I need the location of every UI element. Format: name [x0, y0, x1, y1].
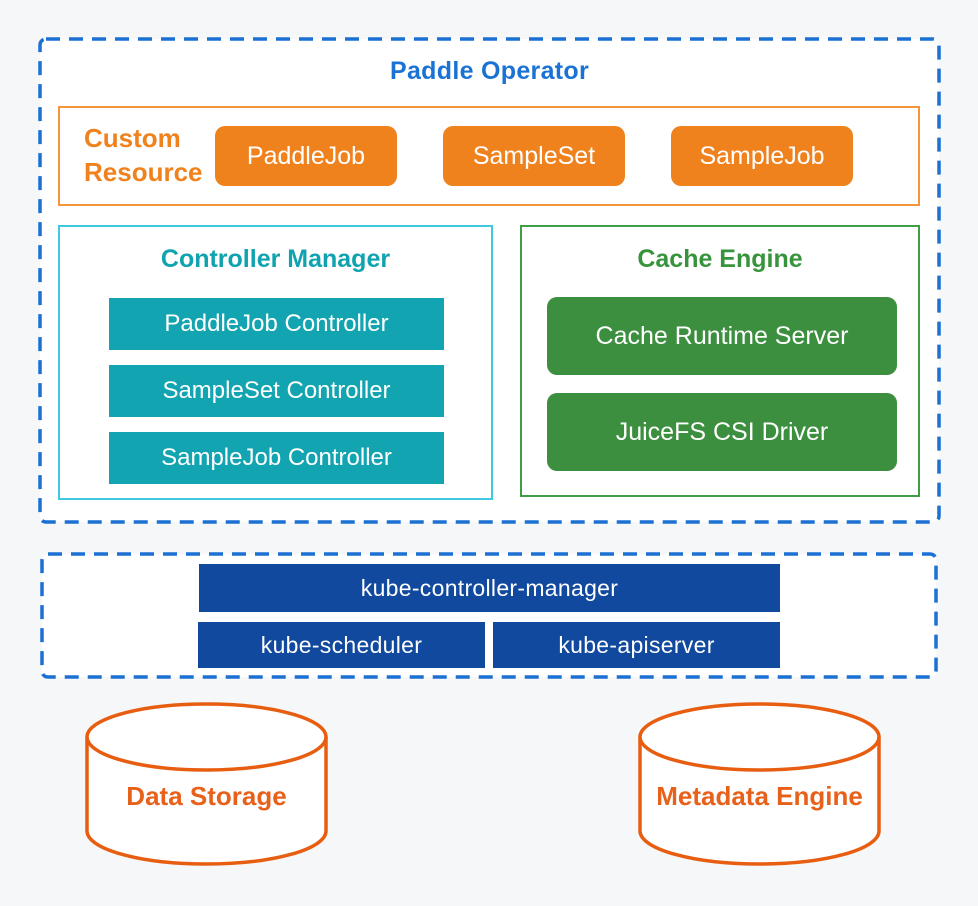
kube-scheduler-node: kube-scheduler: [198, 622, 485, 668]
samplejob-controller-node: SampleJob Controller: [109, 432, 444, 484]
database-cylinder-icon: [85, 702, 328, 866]
samplejob-node: SampleJob: [671, 126, 853, 186]
paddlejob-controller-node: PaddleJob Controller: [109, 298, 444, 350]
custom-resource-label-line1: Custom: [84, 123, 181, 154]
cache-runtime-server-node: Cache Runtime Server: [547, 297, 897, 375]
sampleset-node: SampleSet: [443, 126, 625, 186]
sampleset-controller-node: SampleSet Controller: [109, 365, 444, 417]
cache-engine-title: Cache Engine: [637, 245, 803, 273]
controller-manager-title: Controller Manager: [160, 245, 391, 273]
paddle-operator-group: Paddle Operator Custom Resource PaddleJo…: [38, 37, 941, 524]
metadata-engine-label: Metadata Engine: [656, 781, 863, 811]
metadata-engine-cylinder: Metadata Engine: [637, 701, 882, 869]
custom-resource-label-line2: Resource: [84, 157, 203, 187]
data-storage-label: Data Storage: [126, 781, 287, 811]
paddlejob-node: PaddleJob: [215, 126, 397, 186]
custom-resource-box: Custom Resource PaddleJob SampleSet Samp…: [58, 106, 920, 206]
kubernetes-group: kube-controller-manager kube-scheduler k…: [40, 552, 938, 679]
kube-apiserver-node: kube-apiserver: [493, 622, 780, 668]
database-cylinder-icon: [638, 702, 881, 866]
kube-controller-manager-node: kube-controller-manager: [199, 564, 780, 612]
juicefs-csi-driver-node: JuiceFS CSI Driver: [547, 393, 897, 471]
paddle-operator-title: Paddle Operator: [390, 57, 589, 85]
controller-manager-box: Controller Manager PaddleJob Controller …: [58, 225, 493, 500]
custom-resource-label: Custom Resource: [84, 122, 215, 190]
data-storage-cylinder: Data Storage: [84, 701, 329, 869]
cache-engine-box: Cache Engine Cache Runtime Server JuiceF…: [520, 225, 920, 497]
